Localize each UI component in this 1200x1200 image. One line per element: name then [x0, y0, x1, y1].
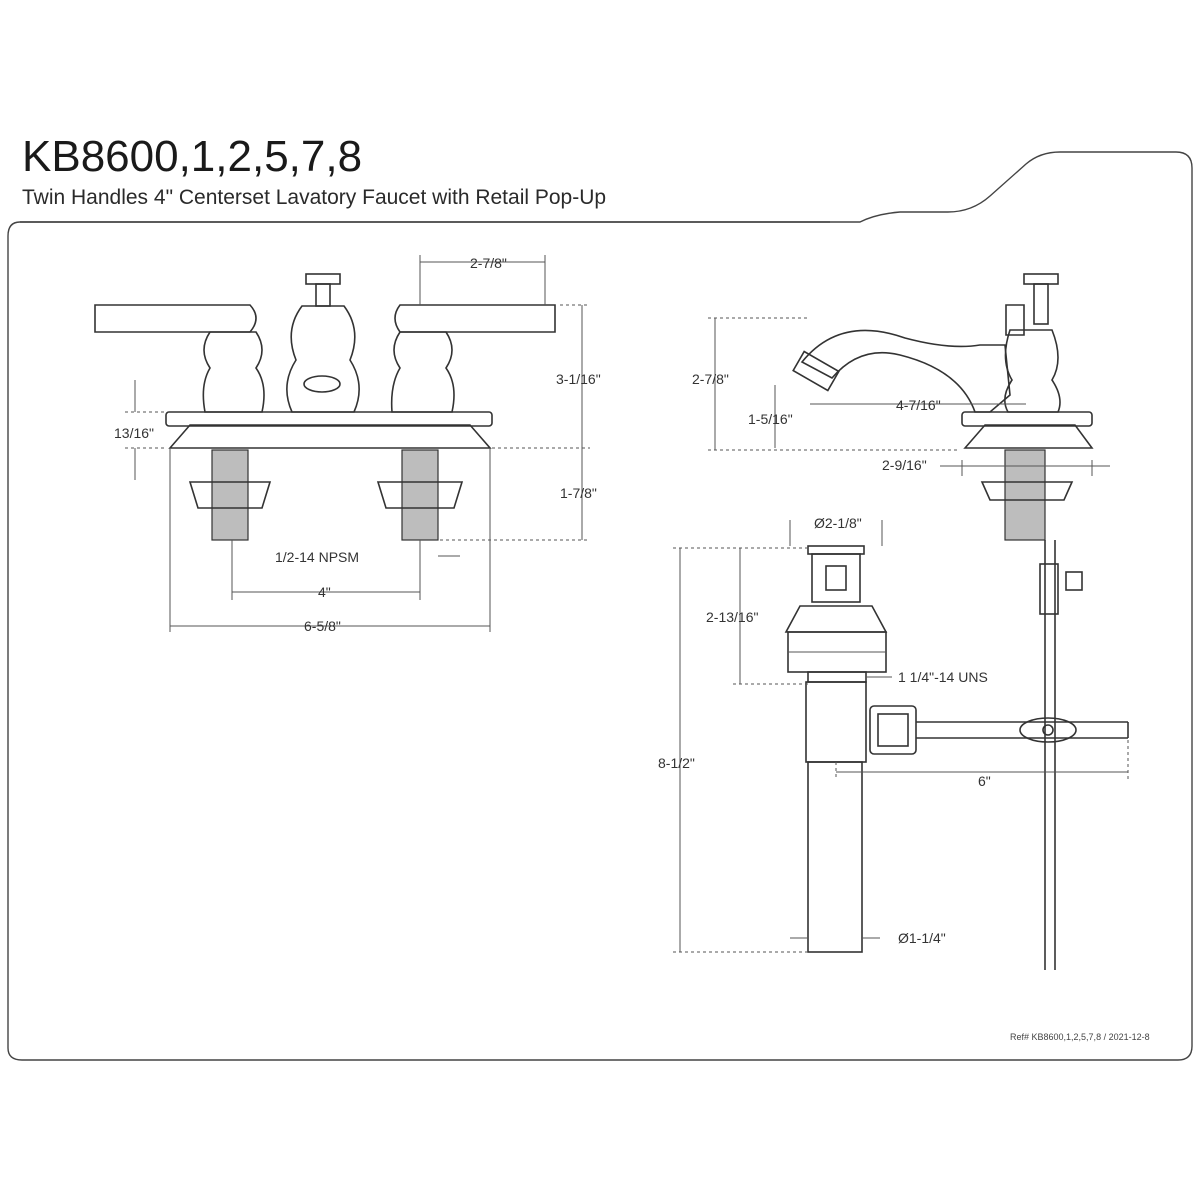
front-view-dimensions: [125, 255, 590, 632]
side-view-dimensions: [708, 317, 1110, 476]
drawing-frame: [7, 151, 1193, 1061]
dim-handle-spread: 2-7/8": [470, 255, 507, 271]
dim-body-thread: 1 1/4"-14 UNS: [898, 669, 988, 685]
dim-flange-height: 2-13/16": [706, 609, 758, 625]
model-description: Twin Handles 4" Centerset Lavatory Fauce…: [22, 186, 607, 209]
dim-center-spacing: 4": [318, 584, 331, 600]
front-view-faucet: [94, 273, 556, 541]
dim-base-width: 6-5/8": [304, 618, 341, 634]
reference-note: Ref# KB8600,1,2,5,7,8 / 2021-12-8: [1010, 1032, 1150, 1042]
dim-shank-thread: 1/2-14 NPSM: [275, 549, 359, 565]
dim-spout-height: 2-7/8": [692, 371, 729, 387]
drain-assembly: [784, 545, 1129, 953]
dim-base-height: 13/16": [114, 425, 154, 441]
dim-overall-height: 3-1/16": [556, 371, 601, 387]
dim-rod-length: 6": [978, 773, 991, 789]
dim-overall-length: 8-1/2": [658, 755, 695, 771]
dim-spout-reach: 4-7/16": [896, 397, 941, 413]
dim-spout-clearance: 1-5/16": [748, 411, 793, 427]
dim-base-depth: 2-9/16": [882, 457, 927, 473]
model-title: KB8600,1,2,5,7,8: [22, 132, 363, 181]
dim-shank-length: 1-7/8": [560, 485, 597, 501]
dim-flange-diameter: Ø2-1/8": [814, 515, 862, 531]
dim-tailpiece-diameter: Ø1-1/4": [898, 930, 946, 946]
side-view-faucet: [792, 273, 1094, 970]
drain-dimensions: [673, 520, 1129, 953]
